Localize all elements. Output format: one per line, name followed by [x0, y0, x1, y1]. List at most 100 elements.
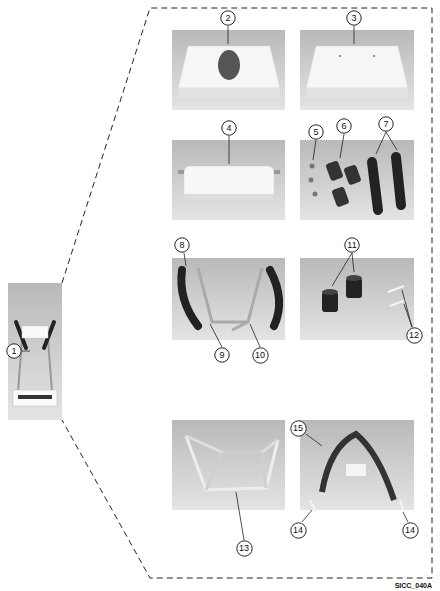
callout-outline	[215, 348, 229, 362]
leader-line	[306, 434, 322, 446]
callout-circle: 6	[336, 118, 352, 134]
photo-panel	[172, 420, 285, 510]
chair-assembly	[13, 390, 57, 406]
callout-outline	[402, 522, 417, 537]
callout-outline	[175, 238, 189, 252]
callout-number: 10	[252, 350, 269, 360]
leader-line	[403, 512, 408, 522]
callout-circle: 7	[378, 116, 394, 132]
callout-outline	[337, 119, 351, 133]
leader-line	[332, 253, 352, 286]
seat-with-hole	[178, 88, 280, 98]
leader-line	[236, 492, 244, 540]
figure-code: SICC_040A	[395, 582, 432, 589]
dashed-outline	[62, 8, 432, 578]
small-parts	[343, 164, 361, 185]
photo-panel	[300, 30, 414, 110]
backrest	[178, 166, 280, 200]
armrest-frames	[232, 268, 262, 330]
seat-with-hole	[218, 50, 240, 80]
armrest-frames	[181, 270, 198, 326]
leader-line	[352, 253, 354, 272]
callout-number: 3	[346, 13, 362, 23]
seat-with-hole	[178, 46, 280, 98]
small-parts	[313, 192, 318, 197]
callout-outline	[379, 117, 393, 131]
small-parts	[309, 178, 314, 183]
leader-line	[22, 26, 412, 540]
callout-number: 13	[236, 543, 253, 553]
leg-frame	[262, 440, 278, 452]
callout-circle: 11	[344, 237, 360, 253]
callout-number: 9	[214, 350, 230, 360]
backrest	[184, 194, 274, 200]
callout-circle: 9	[214, 347, 230, 363]
callout-outline	[290, 522, 305, 537]
photo-panel	[172, 30, 285, 110]
callout-outline	[221, 11, 235, 25]
leader-line	[376, 132, 386, 154]
callout-number: 2	[220, 13, 236, 23]
callout-outline	[406, 327, 421, 342]
photo-panel	[300, 140, 414, 220]
small-parts	[372, 162, 378, 210]
leader-line	[210, 324, 222, 347]
callout-number: 1	[6, 346, 22, 356]
callout-circle: 13	[236, 540, 253, 557]
photo-panel	[172, 258, 285, 340]
armrest-frames	[198, 268, 246, 322]
callout-outline	[236, 540, 251, 555]
chair-assembly	[22, 326, 48, 338]
small-parts	[310, 164, 315, 169]
leg-frame	[206, 452, 266, 490]
photo-panel	[300, 258, 414, 340]
small-parts	[331, 186, 349, 207]
caps-and-pins	[390, 300, 406, 306]
callout-circle: 3	[346, 10, 362, 26]
callout-number: 15	[290, 423, 307, 433]
leader-line	[22, 351, 30, 352]
leader-line	[340, 134, 344, 158]
small-parts	[309, 157, 402, 210]
caps-and-pins	[388, 286, 404, 292]
backrest	[178, 170, 184, 174]
leader-line	[402, 290, 412, 327]
strap-and-pins	[322, 434, 394, 500]
callout-number: 12	[406, 330, 423, 340]
callout-circle: 10	[252, 347, 269, 364]
backrest	[184, 166, 274, 200]
photo-panel	[300, 420, 414, 510]
chair-assembly	[48, 340, 52, 392]
callout-number: 14	[402, 525, 419, 535]
caps-and-pins	[346, 275, 362, 281]
callout-number: 8	[174, 240, 190, 250]
callout-outline	[347, 11, 361, 25]
callout-circle: 2	[220, 10, 236, 26]
callout-number: 6	[336, 121, 352, 131]
leader-line	[302, 510, 312, 522]
leader-line	[250, 324, 260, 347]
strap-and-pins	[400, 500, 404, 512]
callout-outline	[345, 238, 359, 252]
callout-outline	[290, 420, 305, 435]
photo-panel	[8, 30, 414, 510]
callout-circle: 8	[174, 237, 190, 253]
caps-and-pins	[322, 289, 338, 295]
callout-number: 11	[344, 240, 360, 250]
callout-circle: 5	[308, 124, 324, 140]
caps-and-pins	[322, 275, 406, 312]
callout-number: 14	[290, 525, 307, 535]
callout-circle: 12	[406, 327, 423, 344]
seat-plain	[306, 46, 408, 88]
leader-line	[386, 132, 397, 150]
callout-circle: 4	[221, 120, 237, 136]
leader-line	[354, 26, 355, 44]
seat-plain	[306, 46, 408, 98]
backrest	[274, 170, 280, 174]
callout-outline	[7, 344, 21, 358]
callout-outline	[309, 125, 323, 139]
callout-number: 5	[308, 127, 324, 137]
